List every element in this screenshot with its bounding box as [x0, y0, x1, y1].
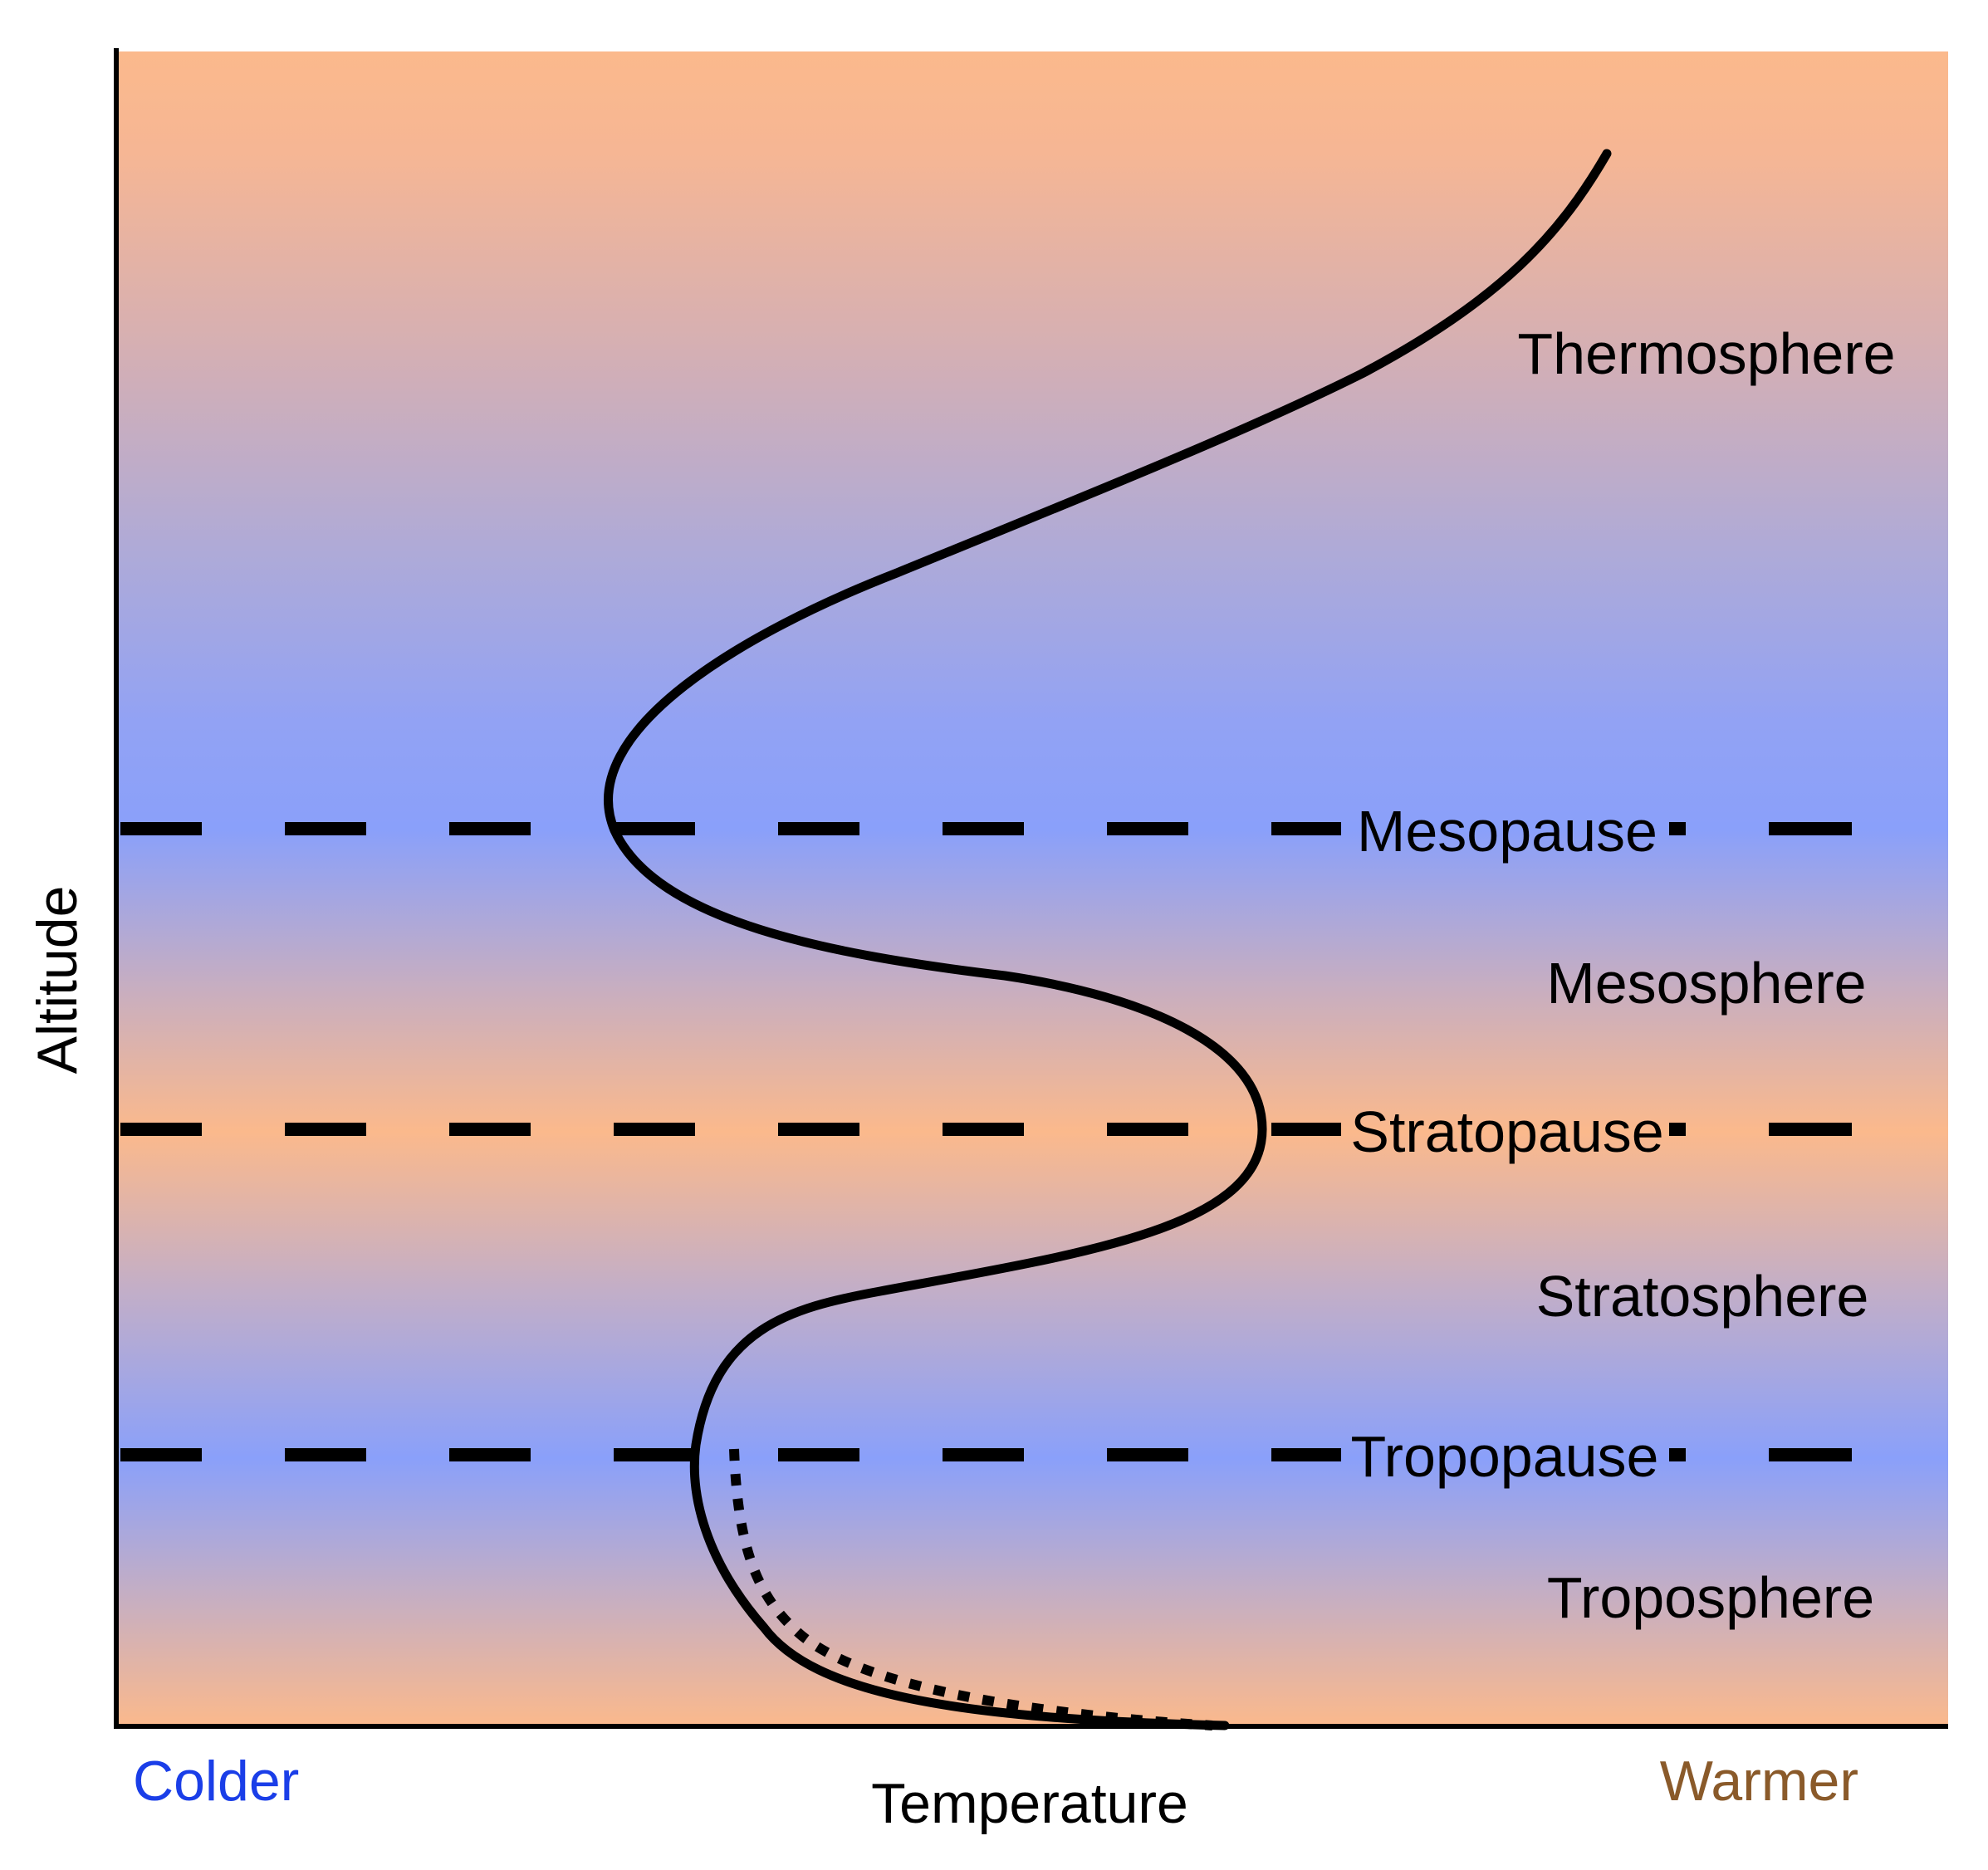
y-axis-label: Altitude — [26, 886, 89, 1075]
temperature-profile-curve — [604, 149, 1612, 1730]
x-axis-warmer-label: Warmer — [1660, 1750, 1858, 1813]
boundary-label-stratopause: Stratopause — [1350, 1099, 1663, 1164]
layer-label-stratosphere: Stratosphere — [1536, 1264, 1869, 1329]
layer-label-troposphere: Troposphere — [1547, 1565, 1874, 1630]
layer-label-mesosphere: Mesosphere — [1546, 951, 1866, 1016]
boundary-label-tropopause: Tropopause — [1351, 1424, 1659, 1489]
x-axis-label: Temperature — [871, 1772, 1188, 1835]
x-axis-colder-label: Colder — [133, 1750, 299, 1813]
boundary-label-mesopause: Mesopause — [1357, 799, 1657, 864]
atmosphere-background — [116, 51, 1948, 1726]
layer-label-thermosphere: Thermosphere — [1517, 321, 1895, 386]
